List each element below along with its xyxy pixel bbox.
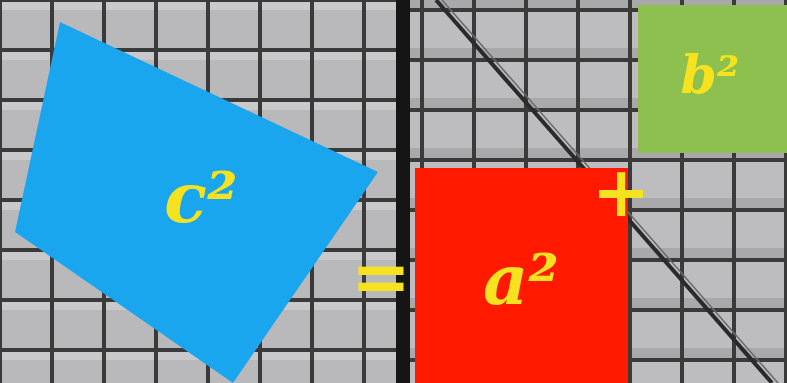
equals-sign: = bbox=[351, 240, 411, 312]
area-label: b² bbox=[680, 49, 739, 101]
area-label: c² bbox=[164, 163, 237, 233]
hypotenuse-square: c² bbox=[15, 22, 378, 383]
square-fill bbox=[15, 22, 378, 383]
plus-sign: + bbox=[592, 157, 651, 227]
leg-b-square: b² bbox=[638, 5, 787, 153]
area-label: a² bbox=[483, 245, 559, 315]
